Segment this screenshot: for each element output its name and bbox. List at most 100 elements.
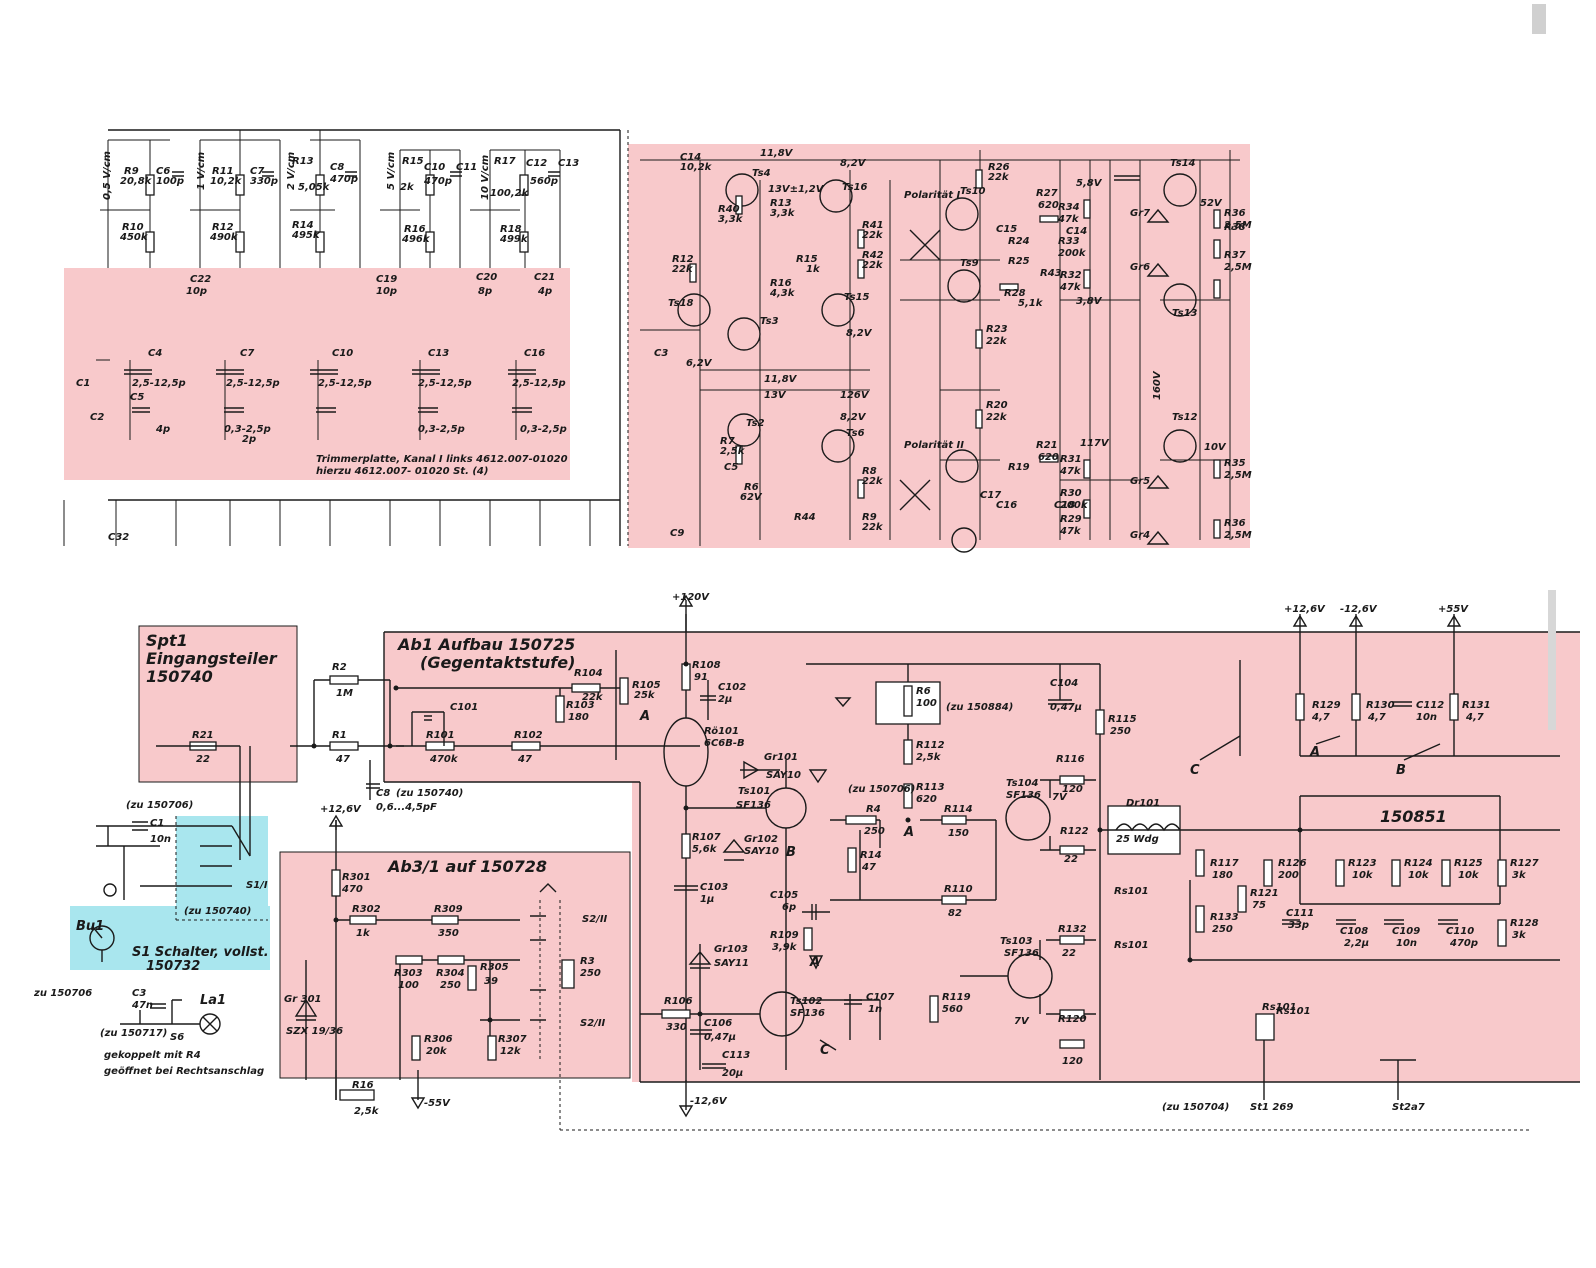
svg-text:zu 150706: zu 150706 [33, 988, 92, 999]
svg-text:SAY10: SAY10 [766, 770, 801, 781]
svg-text:R21: R21 [1036, 440, 1058, 451]
svg-text:10k: 10k [1352, 870, 1374, 881]
svg-text:R16: R16 [404, 224, 426, 235]
svg-text:100: 100 [916, 698, 937, 709]
svg-text:1µ: 1µ [700, 894, 714, 905]
bottom-labels: Spt1 Eingangsteiler 150740 Ab1 Aufbau 15… [33, 592, 1469, 1113]
svg-text:180: 180 [568, 712, 589, 723]
svg-text:R33: R33 [1058, 236, 1080, 247]
svg-text:SAY11: SAY11 [714, 958, 749, 969]
svg-text:3k: 3k [1512, 930, 1527, 941]
svg-text:C10: C10 [424, 162, 445, 173]
svg-text:620: 620 [1038, 200, 1059, 211]
svg-text:120: 120 [1062, 1056, 1083, 1067]
svg-text:Ts12: Ts12 [1172, 412, 1198, 423]
svg-text:C5: C5 [724, 462, 738, 473]
svg-text:R13: R13 [770, 198, 792, 209]
svg-text:R6: R6 [744, 482, 759, 493]
svg-text:C110: C110 [1446, 926, 1474, 937]
svg-text:C102: C102 [718, 682, 746, 693]
svg-text:200k: 200k [1058, 248, 1087, 259]
svg-text:22k: 22k [582, 692, 604, 703]
svg-text:SZX 19/36: SZX 19/36 [286, 1026, 343, 1037]
svg-text:C17: C17 [980, 490, 1001, 501]
trimmer-note-2: hierzu 4612.007- 01020 St. (4) [316, 466, 488, 477]
scrollbar[interactable] [1548, 590, 1556, 730]
svg-text:250: 250 [580, 968, 601, 979]
svg-text:R3: R3 [580, 956, 595, 967]
svg-text:R26: R26 [988, 162, 1010, 173]
svg-text:R10: R10 [122, 222, 144, 233]
svg-text:R42: R42 [862, 250, 884, 261]
svg-text:(zu 150706): (zu 150706) [848, 784, 915, 795]
svg-text:330p: 330p [250, 176, 278, 187]
svg-text:100,2k: 100,2k [490, 188, 530, 199]
svg-text:Ts101: Ts101 [738, 786, 770, 797]
svg-text:330: 330 [666, 1022, 687, 1033]
svg-text:1k: 1k [356, 928, 371, 939]
svg-text:S6: S6 [170, 1032, 184, 1043]
svg-text:Ts104: Ts104 [1006, 778, 1039, 789]
svg-text:10p: 10p [186, 286, 207, 297]
svg-text:R41: R41 [862, 220, 884, 231]
supply-120v: +120V [672, 592, 710, 603]
svg-text:8,2V: 8,2V [840, 158, 867, 169]
svg-text:120: 120 [1062, 784, 1083, 795]
svg-text:Ts14: Ts14 [1170, 158, 1196, 169]
svg-text:R34: R34 [1058, 202, 1080, 213]
svg-text:200k: 200k [1060, 500, 1089, 511]
svg-text:C108: C108 [1340, 926, 1368, 937]
svg-text:2k: 2k [400, 182, 415, 193]
svg-text:22k: 22k [672, 264, 694, 275]
svg-text:1M: 1M [336, 688, 353, 699]
svg-text:117V: 117V [1080, 438, 1110, 449]
svg-text:Rs101: Rs101 [1276, 1006, 1311, 1017]
svg-text:R9: R9 [862, 512, 877, 523]
svg-text:33p: 33p [1288, 920, 1309, 931]
svg-text:R24: R24 [1008, 236, 1030, 247]
spt1-number: 150740 [146, 667, 213, 686]
svg-text:8p: 8p [478, 286, 492, 297]
svg-text:Gr101: Gr101 [764, 752, 798, 763]
svg-text:R114: R114 [944, 804, 973, 815]
svg-text:C112: C112 [1416, 700, 1444, 711]
svg-text:4,7: 4,7 [1311, 712, 1330, 723]
svg-text:20,8k: 20,8k [120, 176, 153, 187]
svg-text:C1: C1 [76, 378, 90, 389]
top-amplifier-section [640, 150, 1240, 553]
svg-text:Ts13: Ts13 [1172, 308, 1198, 319]
svg-text:R113: R113 [916, 782, 945, 793]
svg-text:75: 75 [1252, 900, 1266, 911]
svg-text:C5: C5 [130, 392, 144, 403]
svg-text:R131: R131 [1462, 700, 1491, 711]
svg-text:0,47µ: 0,47µ [704, 1032, 736, 1043]
range-divider-columns [100, 130, 561, 268]
note-gekoppelt: gekoppelt mit R4 [104, 1050, 201, 1061]
svg-text:13V±1,2V: 13V±1,2V [768, 184, 825, 195]
svg-text:560: 560 [942, 1004, 963, 1015]
supply-plus-55: +55V [1438, 604, 1469, 615]
svg-text:R14: R14 [292, 220, 314, 231]
svg-text:39: 39 [484, 976, 498, 987]
svg-text:0,3-2,5p: 0,3-2,5p [418, 424, 465, 435]
svg-text:25 Wdg: 25 Wdg [1116, 834, 1159, 845]
svg-text:62V: 62V [740, 492, 763, 503]
svg-text:C113: C113 [722, 1050, 750, 1061]
note-geoffnet: geöffnet bei Rechtsanschlag [104, 1066, 264, 1077]
svg-text:R104: R104 [574, 668, 603, 679]
svg-text:R309: R309 [434, 904, 463, 915]
svg-text:R130: R130 [1366, 700, 1395, 711]
svg-text:10n: 10n [1416, 712, 1437, 723]
svg-text:R15: R15 [402, 156, 424, 167]
svg-text:Gr4: Gr4 [1130, 530, 1150, 541]
svg-text:R35: R35 [1224, 458, 1246, 469]
svg-text:47: 47 [861, 862, 876, 873]
svg-text:C: C [1190, 763, 1200, 778]
svg-text:B: B [786, 845, 796, 860]
range-label-2: 2 V/cm [286, 152, 297, 190]
scrollbar-top[interactable] [1532, 4, 1546, 34]
svg-text:C105: C105 [770, 890, 798, 901]
svg-text:R36: R36 [1224, 208, 1246, 219]
svg-text:St2a7: St2a7 [1392, 1102, 1425, 1113]
svg-text:4,3k: 4,3k [769, 288, 796, 299]
